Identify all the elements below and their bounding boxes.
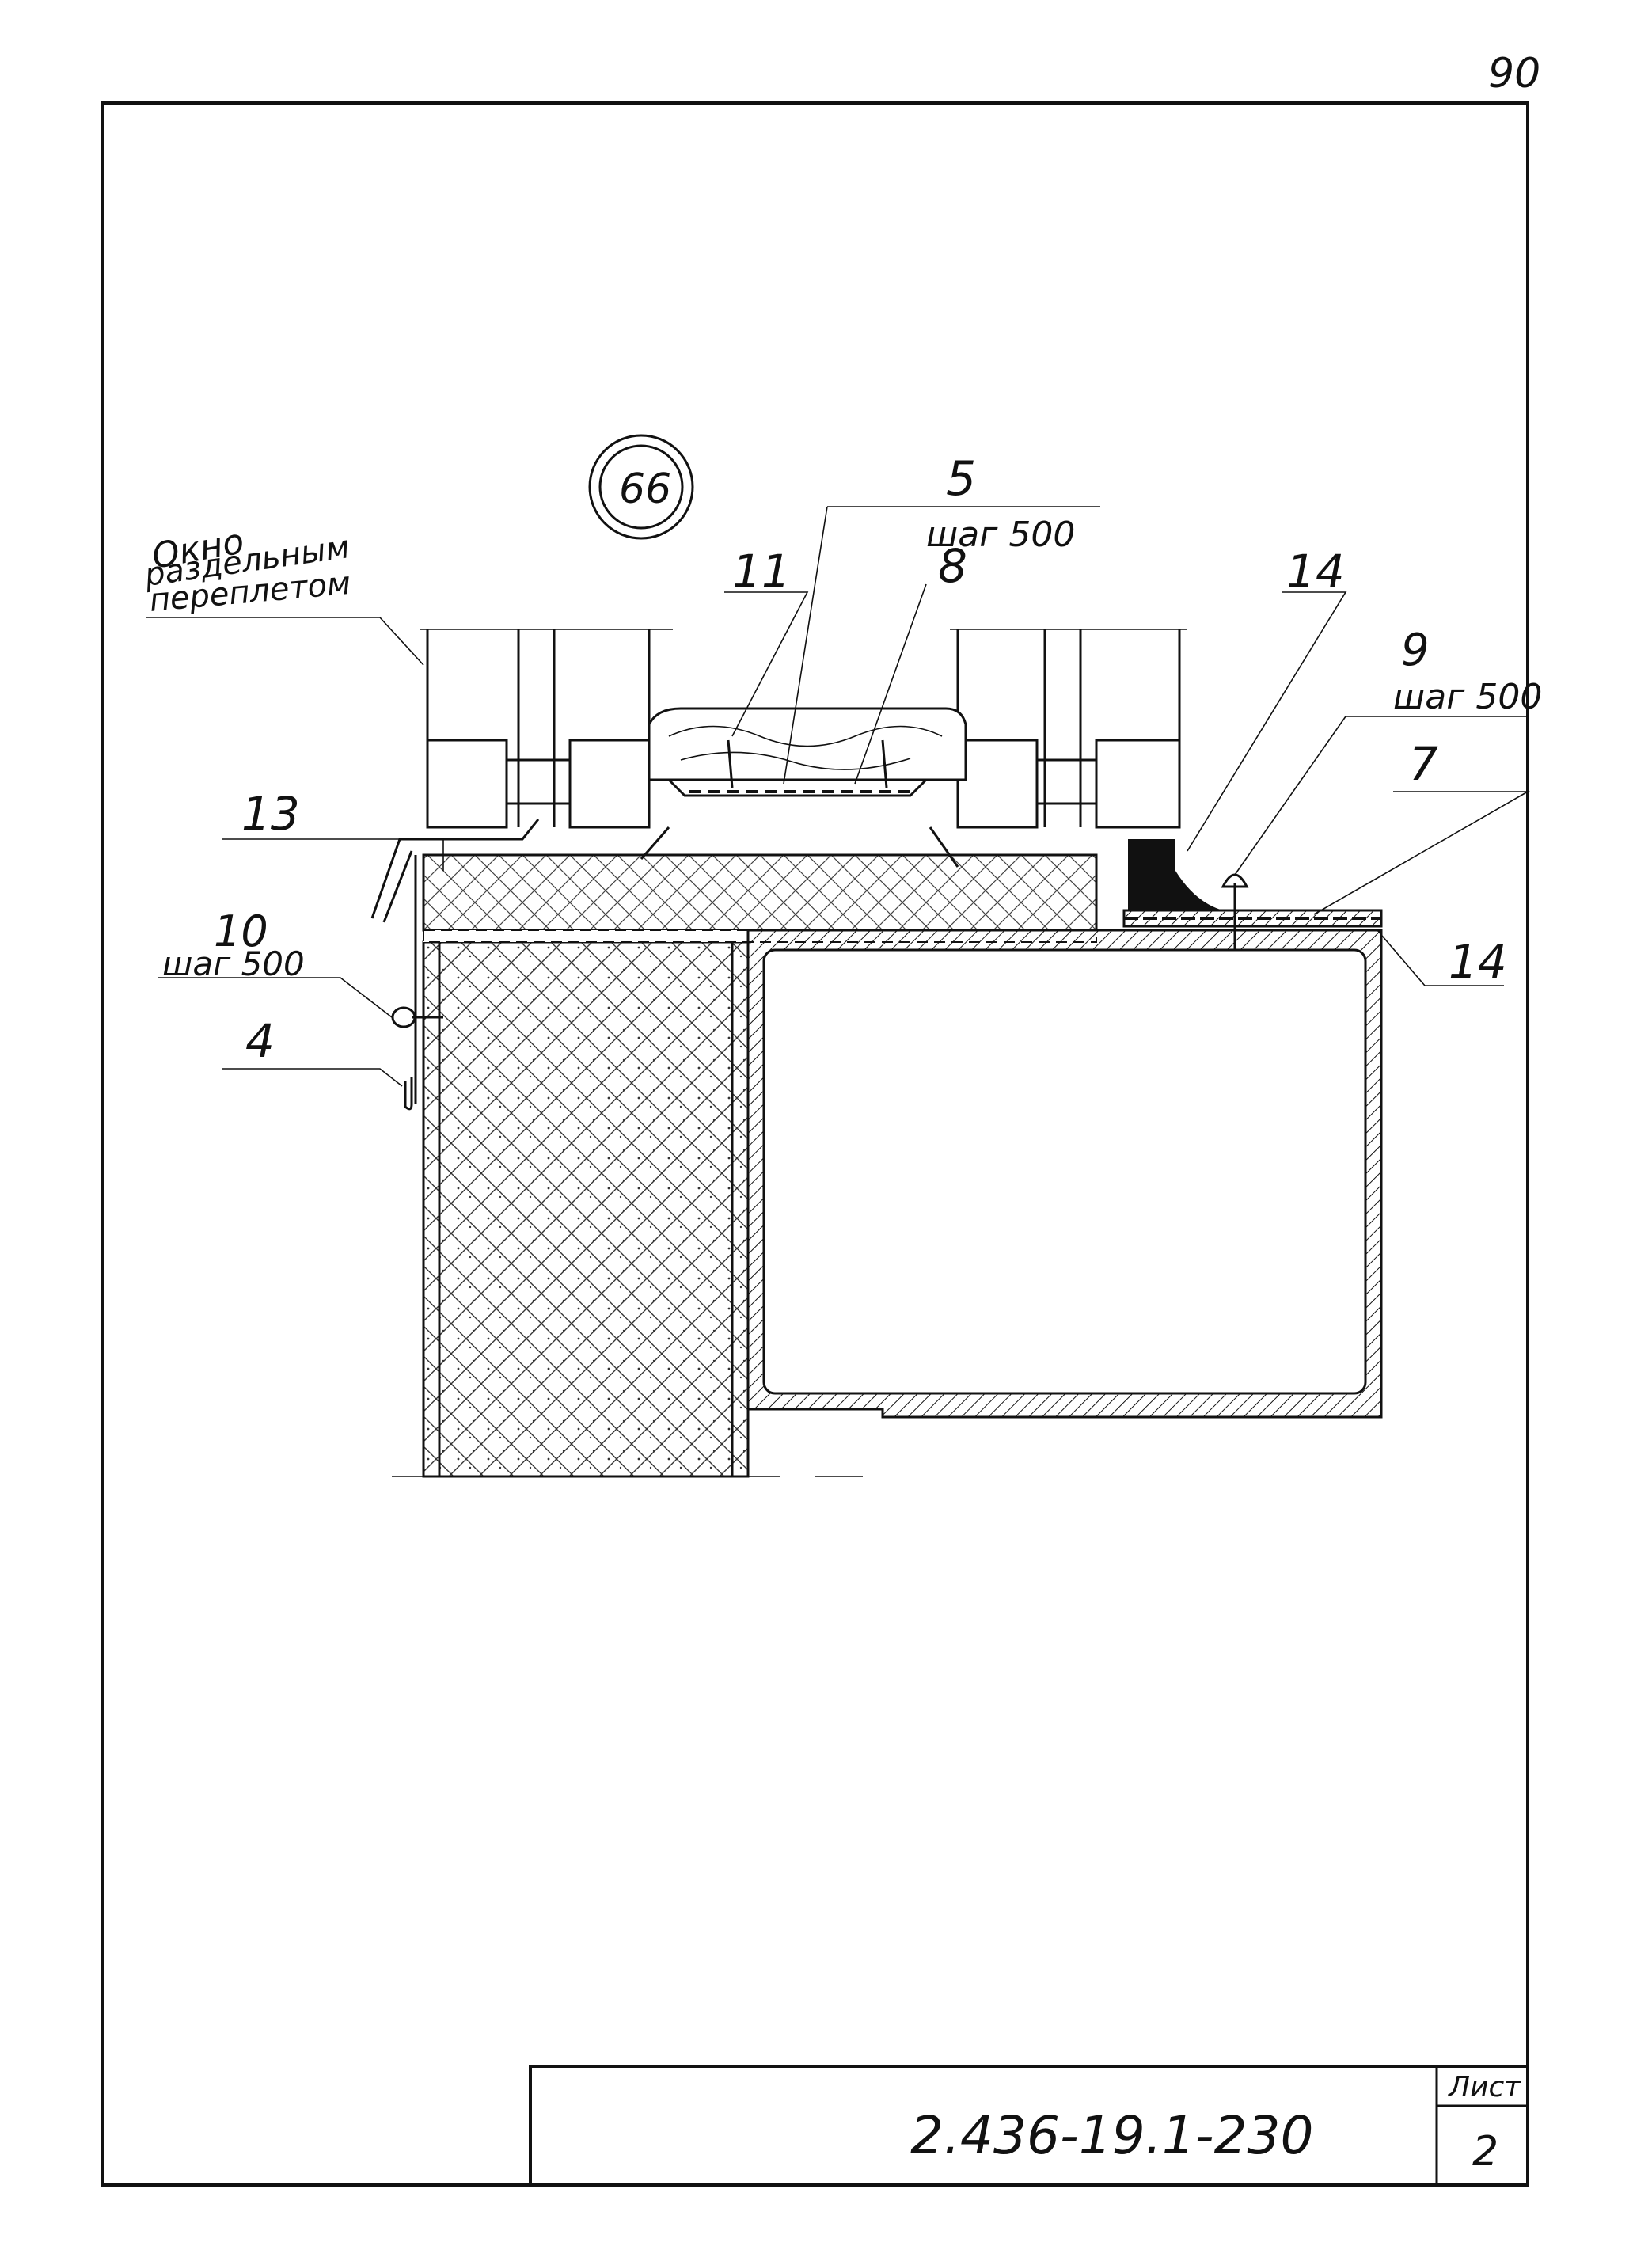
callout-14-top: 14: [1286, 545, 1345, 598]
callout-10: 10: [214, 906, 268, 956]
callout-14-bottom: 14: [1449, 935, 1507, 989]
svg-text:66: 66: [619, 466, 671, 513]
callout-9: 9: [1401, 625, 1430, 676]
right-window-frame: [950, 629, 1187, 829]
callout-5-note: шаг 500: [926, 515, 1075, 555]
right-flashing: [1122, 839, 1383, 952]
callout-11: 11: [732, 545, 791, 598]
callouts: Окно раздельным переплетом 5 шаг 500 8 1…: [142, 451, 1542, 1068]
mullion-seal: [640, 707, 967, 868]
callout-10-note: шаг 500: [162, 944, 305, 983]
callout-7: 7: [1409, 737, 1438, 791]
steel-box-beam: [746, 929, 1383, 1419]
leader-lines: [146, 506, 1531, 1087]
callout-8: 8: [938, 539, 967, 593]
callout-5: 5: [946, 451, 976, 507]
detail-marker: 66: [588, 434, 694, 540]
sheet-number: 2: [1472, 2128, 1498, 2176]
left-flashing: [370, 819, 540, 1111]
page-number: 90: [1488, 50, 1540, 97]
callout-13: 13: [241, 787, 300, 841]
callout-4: 4: [245, 1014, 275, 1068]
left-window-frame: [420, 629, 673, 829]
title-block: 2.436-19.1-230 Лист 2: [529, 2065, 1529, 2187]
designation: 2.436-19.1-230: [910, 2105, 1314, 2166]
sheet-label: Лист: [1447, 2071, 1521, 2103]
callout-9-note: шаг 500: [1393, 677, 1542, 717]
